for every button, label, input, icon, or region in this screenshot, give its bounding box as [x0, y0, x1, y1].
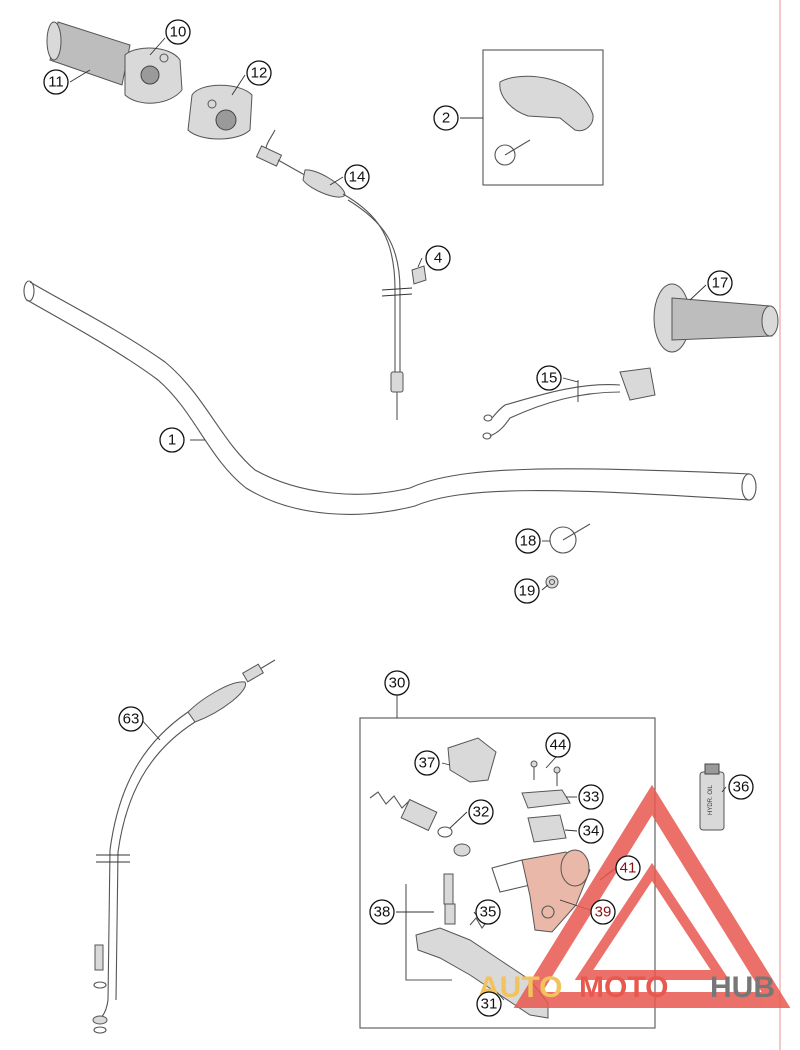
callout-10: 10 [165, 19, 191, 45]
svg-text:44: 44 [550, 737, 567, 754]
svg-text:2: 2 [442, 110, 450, 127]
nut [545, 575, 559, 589]
svg-text:11: 11 [48, 74, 64, 91]
svg-text:15: 15 [541, 370, 558, 387]
svg-text:18: 18 [520, 533, 537, 550]
clamp-bracket [447, 737, 497, 783]
screws [530, 760, 561, 786]
callout-63: 63 [118, 706, 144, 732]
kill-switch [482, 367, 656, 440]
watermark-text-hub: HUB [710, 971, 775, 1004]
handlebar [23, 280, 757, 515]
svg-text:33: 33 [583, 789, 600, 806]
svg-text:10: 10 [170, 24, 187, 41]
callout-44: 44 [545, 732, 571, 758]
cable-clip [411, 265, 427, 285]
svg-text:35: 35 [480, 904, 497, 921]
callout-35: 35 [475, 899, 501, 925]
lever-pin [396, 873, 456, 981]
watermark-text-moto: MOTO [579, 971, 668, 1004]
svg-text:39: 39 [595, 904, 612, 921]
svg-text:37: 37 [419, 755, 436, 772]
callout-30: 30 [384, 670, 410, 696]
svg-text:17: 17 [712, 275, 729, 292]
svg-text:12: 12 [251, 65, 268, 82]
callout-15: 15 [536, 365, 562, 391]
watermark-logo [513, 784, 791, 1008]
svg-text:38: 38 [374, 904, 391, 921]
callout-11: 11 [43, 69, 69, 95]
throttle-cable [255, 129, 413, 420]
callout-37: 37 [414, 750, 440, 776]
callout-36: 36 [728, 774, 754, 800]
svg-text:14: 14 [349, 169, 366, 186]
hydraulic-hose [92, 659, 276, 1034]
svg-text:36: 36 [733, 779, 750, 796]
svg-text:63: 63 [123, 711, 140, 728]
cable-tie [549, 523, 591, 554]
callout-2: 2 [433, 105, 459, 131]
svg-text:31: 31 [481, 996, 498, 1013]
callout-32: 32 [468, 799, 494, 825]
callout-38: 38 [369, 899, 395, 925]
svg-text:4: 4 [434, 250, 442, 267]
throttle-grip [46, 21, 131, 86]
callout-14: 14 [344, 164, 370, 190]
throttle-housing [124, 47, 183, 104]
piston-assembly [369, 791, 471, 857]
callout-18: 18 [515, 528, 541, 554]
master-cylinder-body [491, 849, 591, 933]
housing-cover [187, 84, 253, 140]
left-grip [653, 283, 779, 353]
callout-1: 1 [159, 427, 185, 453]
part-2-box [482, 49, 604, 186]
svg-text:32: 32 [473, 804, 490, 821]
callout-4: 4 [425, 245, 451, 271]
svg-text:19: 19 [519, 583, 536, 600]
callout-19: 19 [514, 578, 540, 604]
callout-39: 39 [590, 899, 616, 925]
bottle-label: HYDR. OIL [708, 784, 714, 815]
svg-text:30: 30 [389, 675, 406, 692]
callout-17: 17 [707, 270, 733, 296]
callout-41: 41 [615, 855, 641, 881]
callout-34: 34 [578, 818, 604, 844]
brake-lever [415, 927, 549, 1019]
callout-31: 31 [476, 991, 502, 1017]
diaphragm [527, 814, 567, 843]
callout-12: 12 [246, 60, 272, 86]
svg-text:34: 34 [583, 823, 600, 840]
callout-33: 33 [578, 784, 604, 810]
reservoir-cap [521, 789, 571, 809]
svg-text:1: 1 [168, 432, 176, 449]
hydraulic-oil-bottle: HYDR. OIL [699, 763, 725, 831]
svg-text:41: 41 [620, 860, 637, 877]
